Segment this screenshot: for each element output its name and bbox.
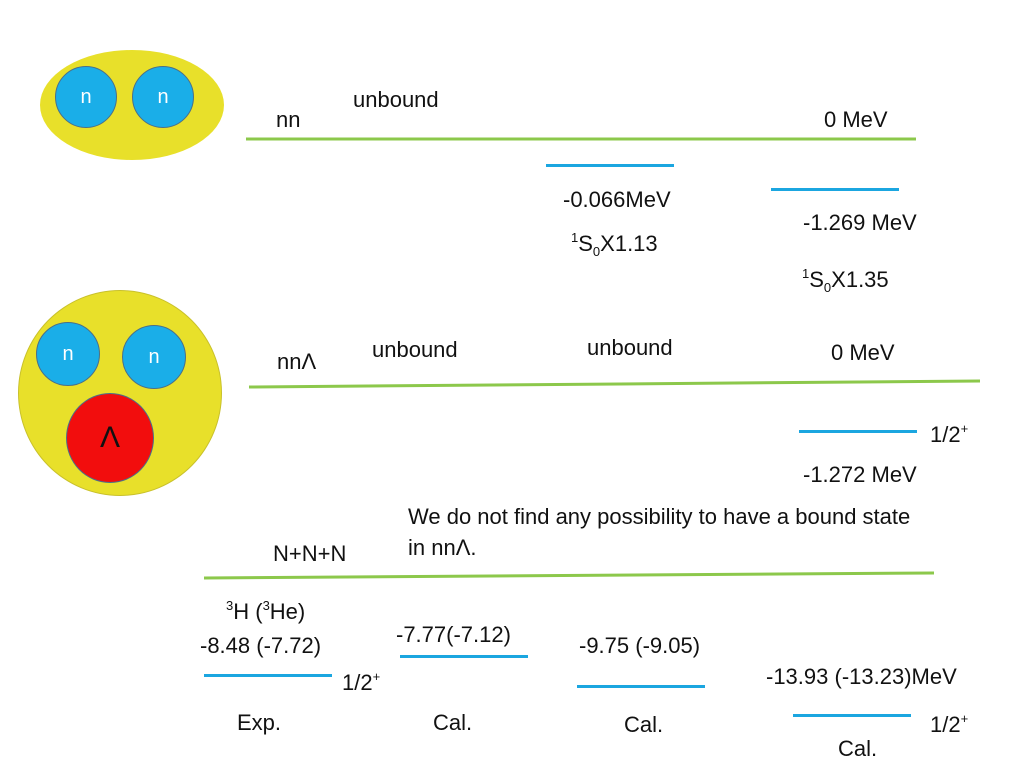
neutron-label: n: [157, 85, 169, 108]
nn-level-2-energy: -1.269 MeV: [803, 210, 917, 235]
neutron-2: n: [132, 66, 194, 128]
cal1-level: [400, 655, 528, 658]
neutron-1: n: [36, 322, 100, 386]
nn-level-1: [546, 164, 674, 167]
nnl-note-line-1: We do not find any possibility to have a…: [408, 504, 911, 529]
nn-unbound: unbound: [353, 87, 439, 112]
nn-level-1-note: 1S0X1.13: [571, 230, 658, 259]
nnn-label: N+N+N: [273, 541, 347, 566]
nnl-unbound-1: unbound: [372, 337, 458, 362]
neutron-label: n: [80, 85, 92, 108]
cal2-level: [577, 685, 705, 688]
cal2-energy: -9.75 (-9.05): [579, 633, 701, 658]
cal3-label: Cal.: [838, 736, 878, 761]
neutron-label: n: [62, 342, 74, 365]
nn-label: nn: [276, 107, 301, 132]
exp-level: [204, 674, 332, 677]
exp-title: 3H (3He): [226, 598, 306, 624]
cal1-label: Cal.: [433, 710, 473, 735]
nn-level-2: [771, 188, 899, 191]
cal3-energy: -13.93 (-13.23)MeV: [766, 664, 957, 689]
nn-level-1-energy: -0.066MeV: [563, 187, 671, 212]
lambda-label: Λ: [99, 421, 121, 454]
exp-label: Exp.: [237, 710, 282, 735]
neutron-1: n: [55, 66, 117, 128]
nnl-label: nnΛ: [277, 349, 317, 374]
nnl-unbound-2: unbound: [587, 335, 673, 360]
nnl-threshold-line: [248, 379, 981, 389]
cal3-spin: 1/2+: [930, 711, 969, 737]
nnl-level: [799, 430, 917, 433]
cal3-level: [793, 714, 911, 717]
nnn-threshold-line: [203, 571, 935, 580]
neutron-label: n: [148, 345, 160, 368]
exp-energy: -8.48 (-7.72): [200, 633, 322, 658]
cal1-energy: -7.77(-7.12): [396, 622, 511, 647]
nn-zero-energy: 0 MeV: [824, 107, 888, 132]
nn-level-2-note: 1S0X1.35: [802, 266, 889, 295]
neutron-2: n: [122, 325, 186, 389]
nnl-zero-energy: 0 MeV: [831, 340, 895, 365]
nnl-energy: -1.272 MeV: [803, 462, 917, 487]
lambda-particle: Λ: [66, 393, 154, 483]
cal2-label: Cal.: [624, 712, 664, 737]
exp-spin: 1/2+: [342, 669, 381, 695]
nnl-note-line-2: in nnΛ.: [408, 535, 477, 560]
nnl-spin: 1/2+: [930, 421, 969, 447]
